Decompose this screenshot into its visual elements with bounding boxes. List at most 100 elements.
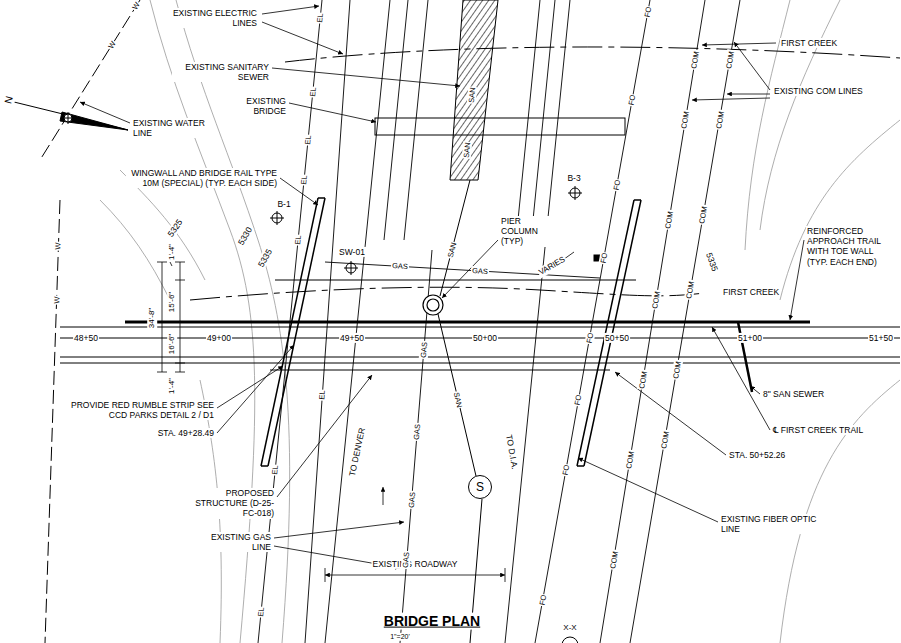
water-line <box>40 0 140 160</box>
leader-line <box>262 22 343 54</box>
scale-note: 1"=20' <box>389 633 411 641</box>
roadway-edge <box>516 0 540 240</box>
callout-note: EXISTING WATER LINE <box>132 118 206 138</box>
leader-line <box>277 375 372 497</box>
water-line <box>45 200 60 643</box>
dimension-line <box>325 568 505 582</box>
utility-line-tag: W <box>106 39 118 51</box>
utility-line-tag: W <box>53 241 62 250</box>
wingwall <box>634 199 641 201</box>
leader-line <box>727 94 770 95</box>
callout-note: EXISTING BRIDGE <box>225 96 287 116</box>
wingwall <box>577 465 584 467</box>
leader-line <box>272 68 460 86</box>
manhole-letter: S <box>476 481 484 493</box>
callout-note: REINFORCED APPROACH TRAIL WITH TOE WALL … <box>806 226 896 267</box>
station-label: 49+00 <box>206 333 232 343</box>
utility-line-tag: GAS <box>419 341 430 360</box>
utility-line-tag: GAS <box>391 261 409 271</box>
utility-line-tag: EL <box>317 389 327 401</box>
boring-id: B-1 <box>276 199 291 209</box>
utility-line-tag: COM <box>659 430 671 451</box>
leader-line <box>578 458 718 522</box>
leader-line <box>442 240 498 298</box>
leader-line <box>80 6 804 568</box>
callout-note: ℄ FIRST CREEK TRAIL <box>772 425 864 435</box>
station-label: 48+50 <box>73 333 99 343</box>
utility-line-tag: W <box>130 0 142 12</box>
bridge-deck-line <box>60 357 900 358</box>
dimension-text: 34'-8" <box>147 307 157 329</box>
utility-line-tag: COM <box>637 370 649 391</box>
callout-note: EXISTING COM LINES <box>773 86 865 96</box>
utility-line-tag: FO <box>572 393 583 407</box>
sanitary-sewer <box>440 180 470 296</box>
utility-line-tag: SAN <box>462 141 472 159</box>
wingwall <box>261 198 318 466</box>
callout-note: PIER COLUMN (TYP) <box>500 216 550 247</box>
leader-line <box>712 327 770 430</box>
contour-elevation: 5335 <box>255 246 274 269</box>
creek-name: FIRST CREEK <box>780 38 838 48</box>
leader-line <box>615 372 726 455</box>
callout-note: WINGWALL AND BRIDGE RAIL TYPE 10M (SPECI… <box>126 168 278 188</box>
leader-line <box>692 98 770 100</box>
utility-line-tag: EL <box>299 174 309 186</box>
utility-line-tag: GAS <box>471 266 489 276</box>
bridge-deck-line <box>125 321 810 324</box>
leader-line <box>274 522 404 538</box>
pier-column <box>423 295 443 315</box>
utility-line-tag: FO <box>598 251 609 265</box>
north-arrow <box>14 102 128 130</box>
wingwall <box>268 198 325 466</box>
bridge-deck-line <box>270 370 610 371</box>
utility-line-tag: FO <box>584 331 595 345</box>
utility-line-tag: EL <box>256 606 266 618</box>
utility-line-tag: EL <box>293 234 303 246</box>
dimension-text: VARIES <box>536 254 567 278</box>
utility-line-tag: COM <box>684 280 696 301</box>
wingwall <box>577 200 634 466</box>
utility-line-tag: SAN <box>467 86 477 104</box>
dimension-text: 1'-4" <box>167 377 177 395</box>
dimension-text: 15'-6" <box>167 291 177 313</box>
dimension-text: 16'-6" <box>167 333 177 355</box>
gas-line <box>325 250 600 643</box>
utility-line-tag: COM <box>671 360 683 381</box>
utility-line-tag: COM <box>697 205 709 226</box>
contour-elevation: 5330 <box>235 224 254 247</box>
utility-line-tag: SAN <box>452 391 465 410</box>
utility-line-tag: GAS <box>412 423 423 442</box>
leader-line <box>702 43 776 45</box>
station-callout: STA. 50+52.26 <box>728 450 786 460</box>
boring-id: B-3 <box>566 173 581 183</box>
wingwall <box>261 465 268 467</box>
utility-line-tag: COM <box>663 210 675 231</box>
callout-note: EXISTING ELECTRIC LINES <box>164 8 258 28</box>
roadway-edge <box>404 0 428 240</box>
utility-line-tag: COM <box>689 50 701 71</box>
boring-symbol <box>270 211 284 225</box>
creek-line <box>190 287 705 300</box>
contour-line <box>780 380 900 643</box>
station-label: 49+50 <box>339 333 365 343</box>
station-label: 51+50 <box>868 333 894 343</box>
leader-line <box>289 103 376 122</box>
utility-line-tag: COM <box>624 450 636 471</box>
utility-line-tag: COM <box>650 290 662 311</box>
leader-line <box>262 6 319 14</box>
leader-line <box>734 42 770 90</box>
sanitary-sewer <box>450 0 498 180</box>
utility-line-tag: FO <box>611 178 622 192</box>
callout-note: EXISTING SANITARY SEWER <box>172 62 270 82</box>
utility-line-tag: COM <box>679 110 691 131</box>
contour-line <box>100 0 900 643</box>
creek-name: FIRST CREEK <box>722 287 780 297</box>
dimension-line <box>157 262 167 372</box>
station-label: 51+00 <box>737 333 763 343</box>
utility-line-tag: FO <box>642 5 653 19</box>
utility-line-tag: COM <box>714 110 726 131</box>
creek-line <box>190 47 900 300</box>
callout-note: PROPOSED STRUCTURE (D-25-FC-018) <box>193 488 275 519</box>
